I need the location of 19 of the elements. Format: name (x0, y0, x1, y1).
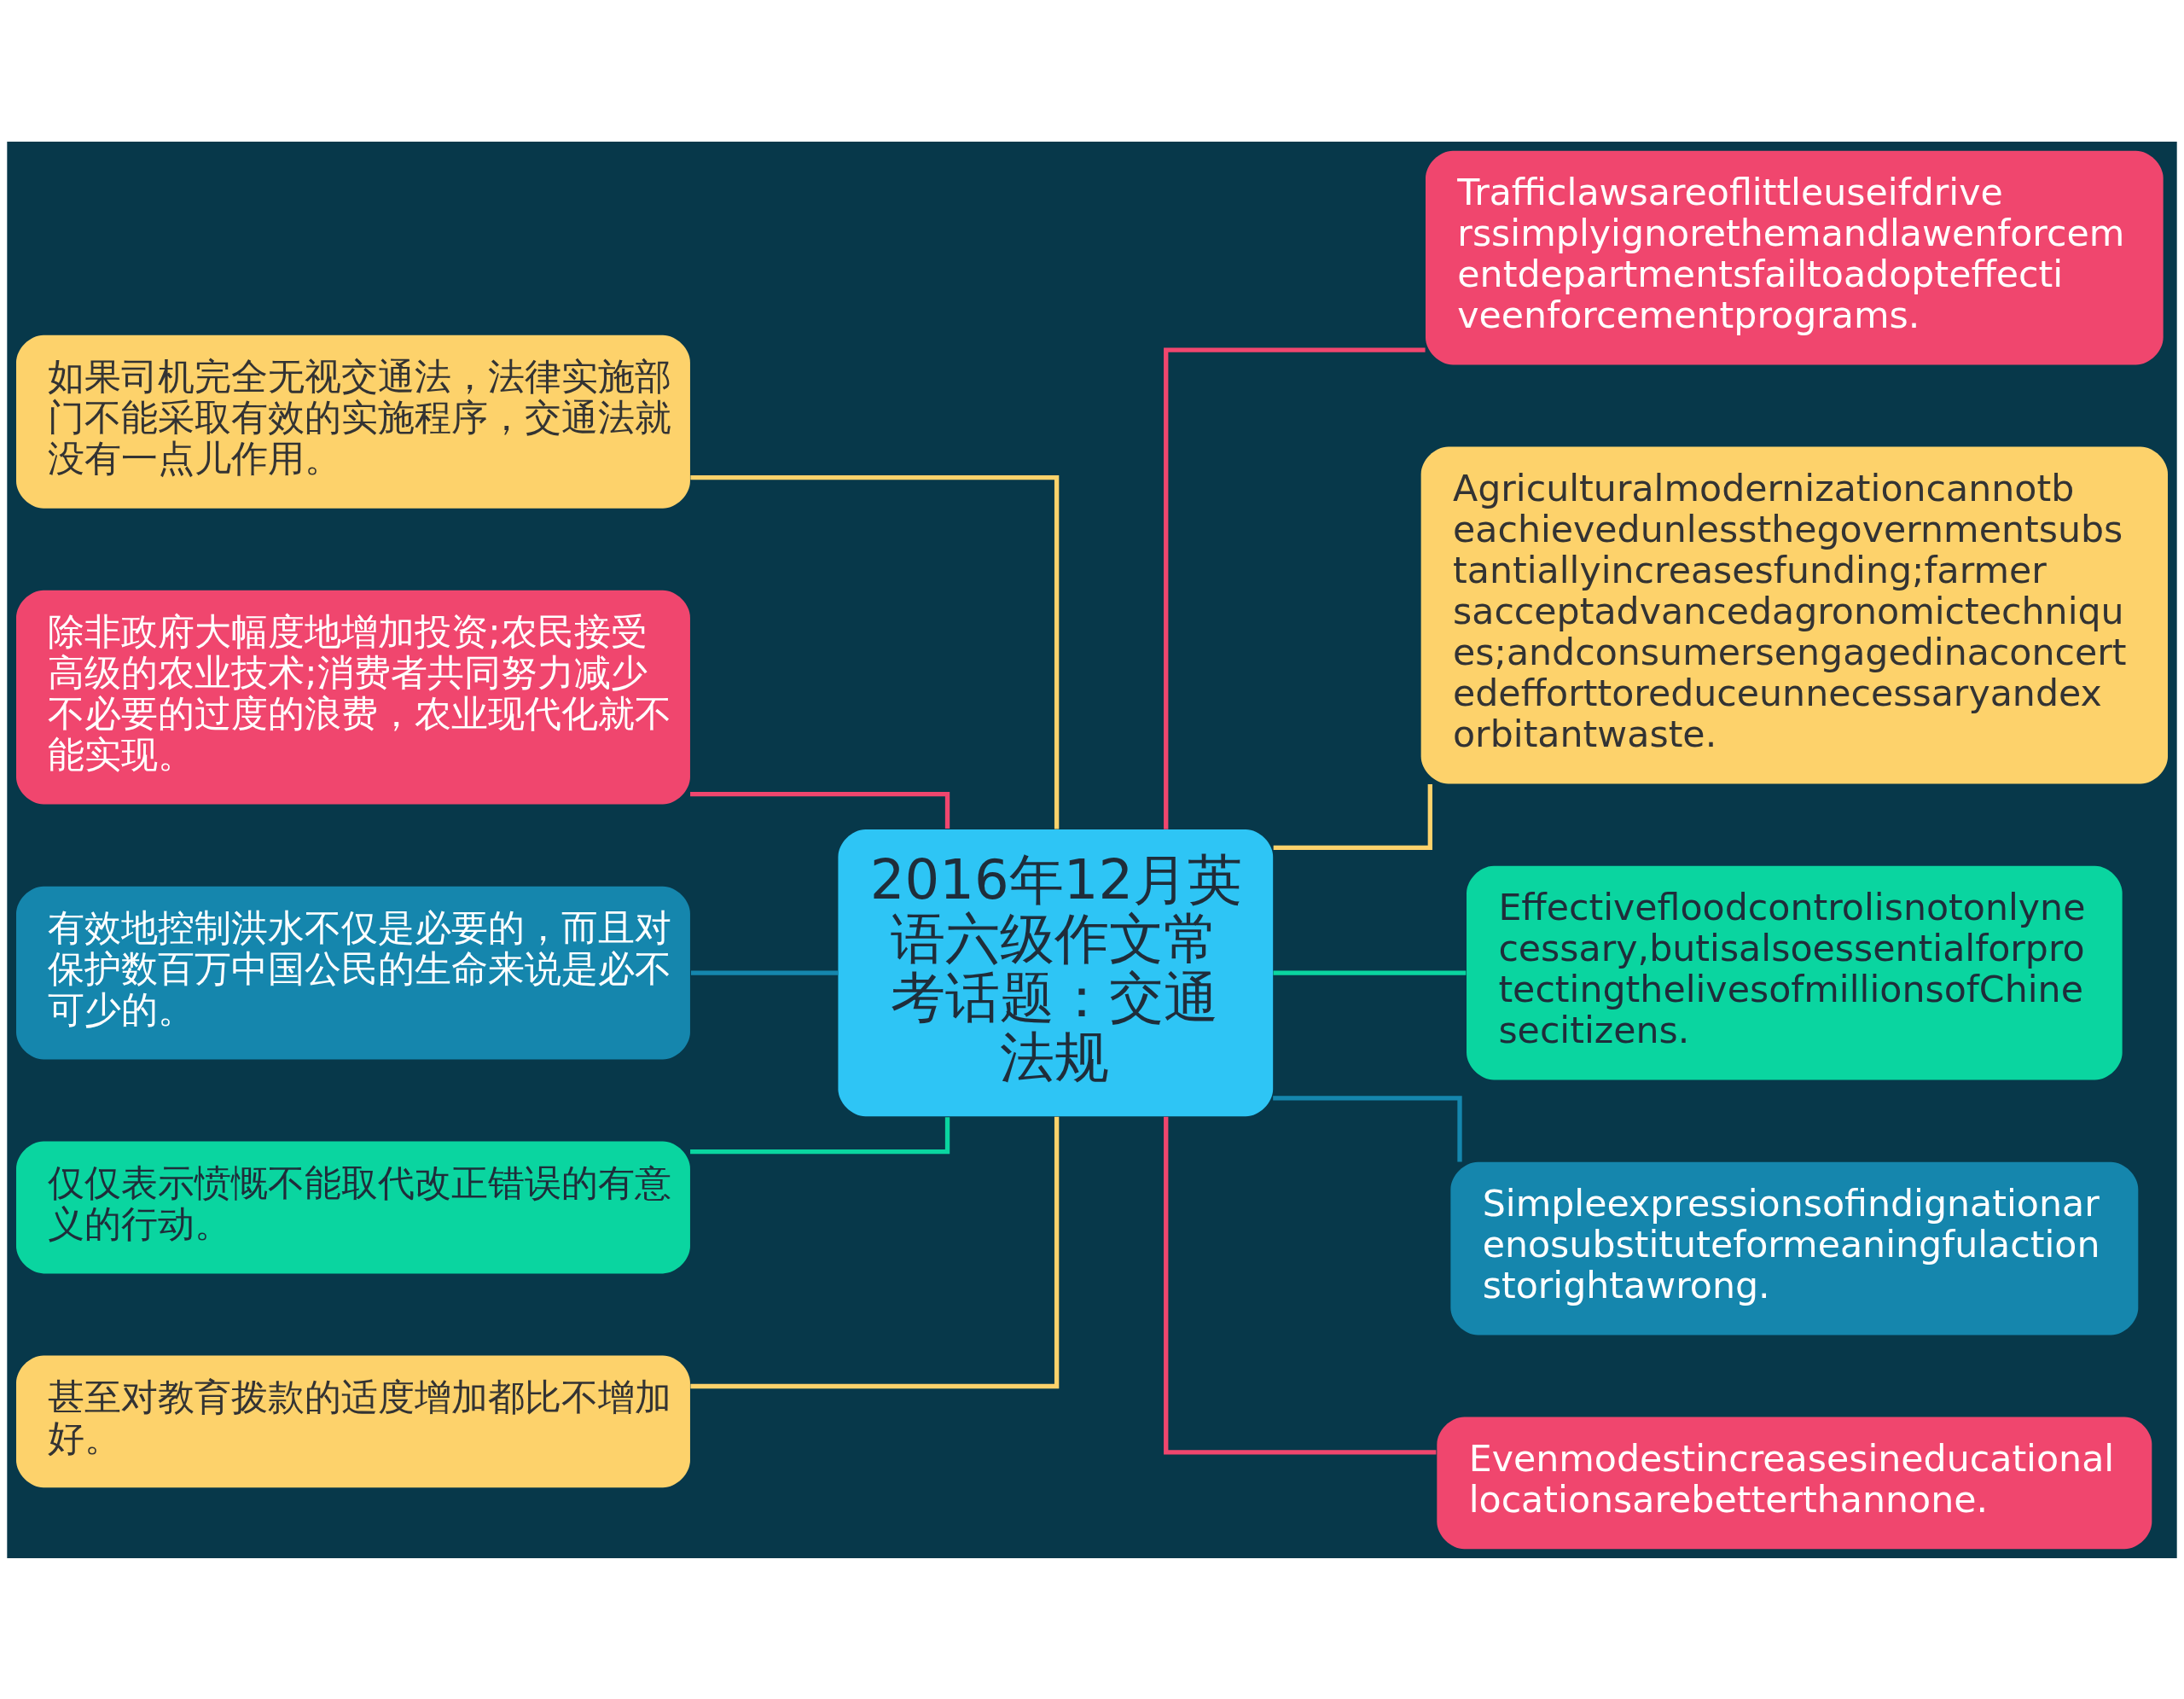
node-box: Simpleexpressionsofindignationarenosubstituteformeaningfulactionstorightawrong. (1450, 1161, 2139, 1335)
node-box: Effectivefloodcontrolisnotonlynecessary,butisalsoessentialforprotectingthelivesofmillionsofChinesecitizens. (1467, 865, 2123, 1080)
connector (690, 1116, 1060, 1388)
connector (690, 474, 1060, 829)
connector (1164, 347, 1426, 829)
connector (1273, 1095, 1462, 1162)
connector (1273, 783, 1432, 850)
node-box: 2016年12月英语六级作文常考话题：交通法规 (838, 829, 1274, 1116)
connector (1164, 1116, 1437, 1455)
node-box: 有效地控制洪水不仅是必要的，而且对保护数百万中国公民的生命来说是必不可少的。 (16, 886, 690, 1060)
connector (1273, 969, 1467, 975)
node-box: Trafficlawsareoflittleuseifdriverssimplyignorethemandlawenforcementdepartmentsfailtoadopteffectiveenforcementprograms. (1426, 150, 2164, 365)
node-box: 仅仅表示愤慨不能取代改正错误的有意义的行动。 (16, 1141, 690, 1273)
connector (690, 969, 838, 975)
node-box: 如果司机完全无视交通法，法律实施部门不能采取有效的实施程序，交通法就没有一点儿作用。 (16, 335, 690, 509)
node-box: 甚至对教育拨款的适度增加都比不增加好。 (16, 1355, 690, 1487)
node-box: Evenmodestincreasesineducationallocationsarebetterthannone. (1437, 1417, 2152, 1549)
node-box: 除非政府大幅度地增加投资;农民接受高级的农业技术;消费者共同努力减少不必要的过度的浪费，农业现代化就不能实现。 (16, 590, 690, 805)
node-box: Agriculturalmodernizationcannotbeachievedunlessthegovernmentsubstantiallyincreasesfunding;farmersacceptadvancedagronomictechniques;andconsumersengagedinaconcertedefforttoreduceunnecessaryandexorbitantwaste. (1420, 446, 2168, 784)
